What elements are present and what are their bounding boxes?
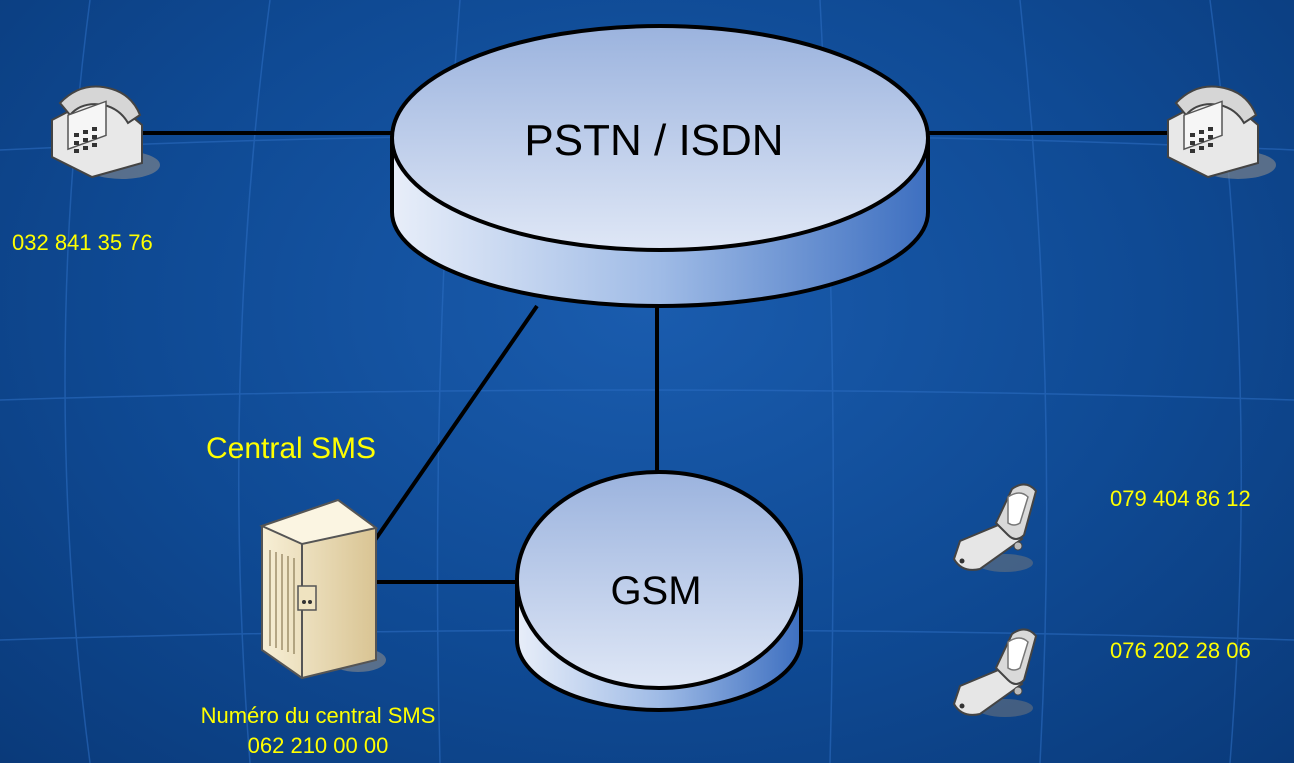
sms-center-number: 062 210 00 00	[247, 733, 389, 758]
mobile-1-number: 079 404 86 12	[1110, 486, 1251, 511]
pstn-label: PSTN / ISDN	[524, 116, 783, 165]
link-pstn-sms	[373, 304, 539, 542]
desk-phone-icon	[1167, 85, 1276, 179]
sms-center-caption: Numéro du central SMS	[200, 703, 436, 728]
mobile-phone-icon	[952, 483, 1038, 572]
mobile-2-number: 076 202 28 06	[1110, 638, 1251, 663]
gsm-cylinder	[515, 470, 803, 712]
left-phone-number: 032 841 35 76	[12, 230, 153, 255]
gsm-label: GSM	[610, 569, 701, 613]
pstn-cylinder	[390, 24, 930, 308]
sms-center-title: Central SMS	[206, 432, 377, 465]
connection-lines	[140, 131, 1168, 584]
mobile-phone-icon	[952, 628, 1038, 717]
desk-phone-icon	[51, 85, 160, 179]
server-icon	[259, 498, 386, 680]
